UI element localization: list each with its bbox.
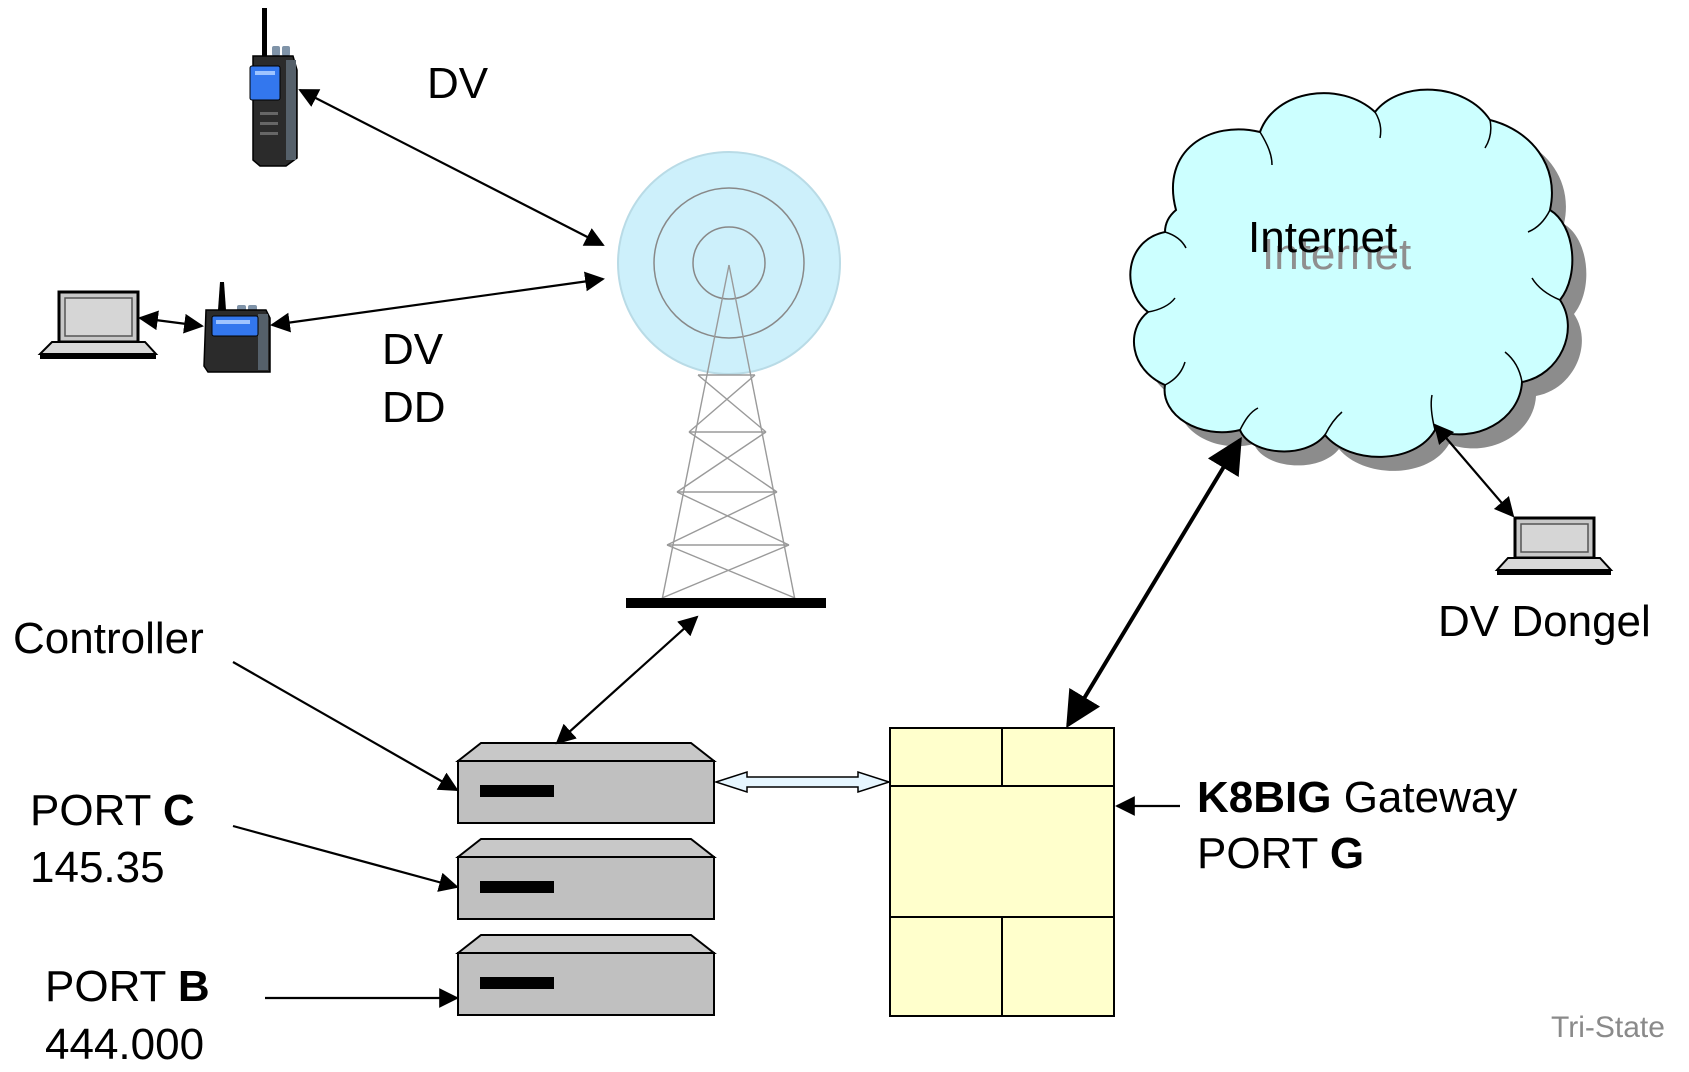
port-c-label: PORT C (30, 786, 195, 835)
controller-gateway-link (713, 770, 892, 794)
dv-dd-link-mid-radio (270, 271, 605, 333)
dv-dongle-label: DV Dongel (1438, 597, 1651, 646)
internet-label: Internet (1248, 213, 1398, 262)
dv-label-top: DV (427, 59, 489, 108)
controller-label: Controller (13, 614, 204, 663)
laptop-radio-link (138, 310, 204, 334)
tower-controller-link (555, 615, 699, 745)
tri-state-watermark: Tri-State (1551, 1011, 1665, 1044)
dd-label-mid: DD (382, 383, 446, 432)
handheld-radio-icon (249, 8, 298, 167)
radio-tower-icon (617, 151, 841, 608)
port-b-frequency: 444.000 (45, 1020, 205, 1069)
port-c-frequency: 145.35 (30, 843, 165, 892)
internet-label-shadow: Internet (1262, 230, 1412, 279)
port-c-letter: C (162, 786, 195, 835)
dongle-cloud-link (1433, 423, 1515, 518)
gateway-port-label: PORT G (1197, 829, 1365, 878)
controller-pointer-line (232, 661, 459, 791)
port-b-label: PORT B (45, 962, 210, 1011)
gateway-internet-link (1066, 436, 1242, 729)
gateway-port-letter: G (1329, 829, 1365, 878)
gateway-label: K8BIG Gateway (1197, 773, 1518, 822)
laptop-icon (1494, 516, 1614, 575)
laptop-icon (37, 290, 159, 359)
dv-link-top-radio (298, 89, 605, 246)
port-c-pointer-line (232, 824, 459, 892)
handheld-radio-icon (203, 282, 271, 373)
controller-rack-unit (455, 742, 717, 824)
port-c-rack-unit (455, 838, 717, 920)
internet-cloud-icon (1129, 88, 1587, 471)
port-b-letter: B (177, 962, 210, 1011)
gateway-box (889, 727, 1115, 1017)
dv-label-mid: DV (382, 325, 444, 374)
port-b-rack-unit (455, 934, 717, 1016)
gateway-callsign: K8BIG (1197, 773, 1332, 822)
